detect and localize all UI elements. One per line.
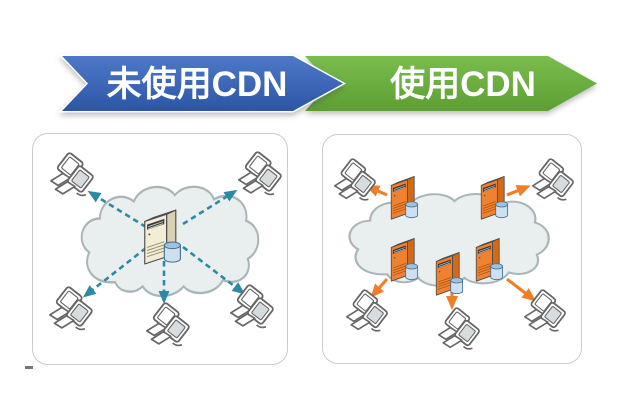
without-cdn-chevron [58, 54, 347, 113]
client-workstations-icon [49, 152, 95, 197]
delivery-arrow [370, 277, 389, 299]
request-arrow [182, 245, 246, 295]
with-cdn-banner-label: 使用CDN [390, 65, 536, 104]
delivery-arrow [506, 277, 537, 302]
client-workstations-icon [145, 302, 191, 347]
client-workstations-icon [333, 158, 377, 201]
client-workstations-icon [523, 289, 567, 332]
delivery-arrow [506, 185, 531, 197]
request-arrow [182, 189, 238, 226]
client-workstations-icon [437, 307, 481, 350]
without-cdn-banner-label: 未使用CDN [107, 65, 288, 104]
with-cdn-panel [322, 134, 582, 364]
client-workstations-icon [345, 289, 389, 332]
with-cdn-chevron [305, 56, 597, 111]
client-workstations-icon [531, 158, 575, 201]
without-cdn-panel [32, 133, 288, 365]
banner-chevrons: 未使用CDN 使用CDN [58, 54, 597, 113]
client-workstations-icon [237, 151, 283, 196]
request-arrow [87, 190, 147, 229]
request-arrow [82, 246, 147, 298]
client-workstations-icon [229, 284, 275, 329]
cdn-edge-server-icon [390, 176, 419, 220]
cdn-edge-server-icon [480, 176, 509, 220]
client-workstations-icon [48, 286, 94, 331]
artifact-dash [25, 366, 33, 369]
